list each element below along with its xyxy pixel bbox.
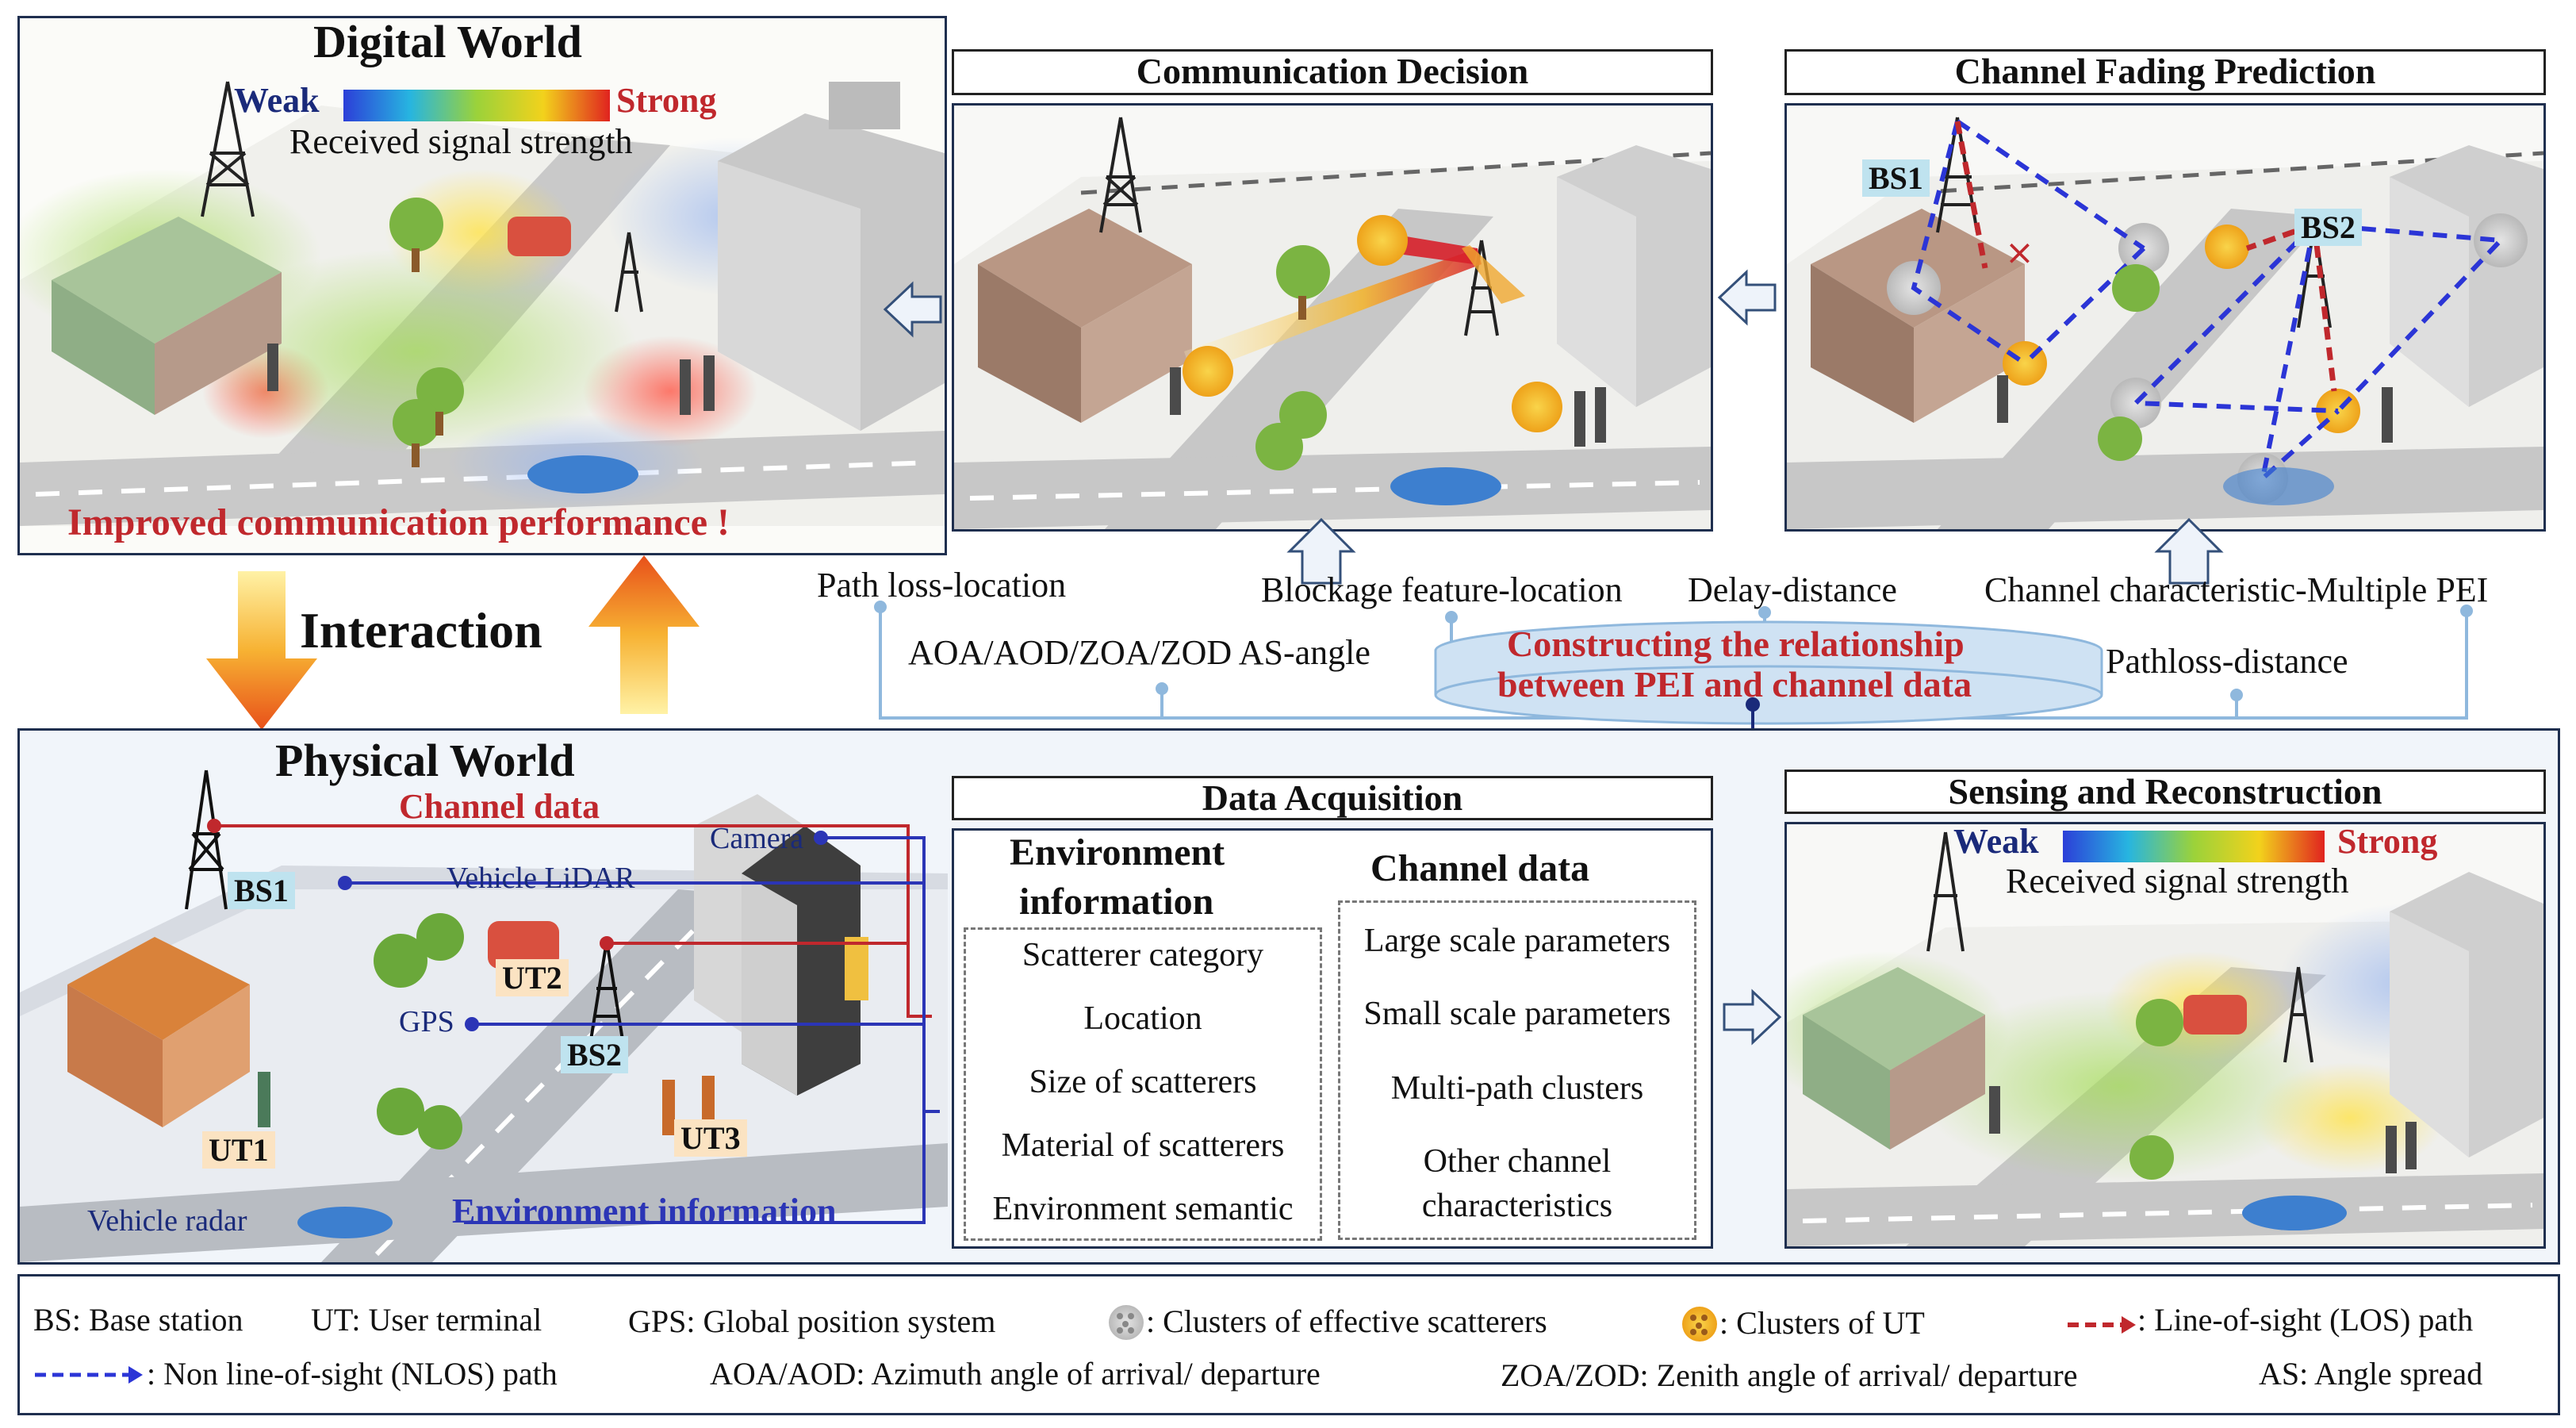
physical-bs2-label: BS2 <box>561 1036 628 1073</box>
data-acquisition-panel: Environment information Scatterer catego… <box>952 828 1713 1249</box>
rel-blockage-feature-location: Blockage feature-location <box>1261 570 1623 609</box>
channel-item-other-line2: characteristics <box>1421 1188 1613 1224</box>
physical-vehicle-lidar: Vehicle LiDAR <box>447 862 635 895</box>
legend-nlos: : Non line-of-sight (NLOS) path <box>147 1356 558 1392</box>
env-item-scatterer-category: Scatterer category <box>1022 937 1264 973</box>
channel-item-multipath: Multi-path clusters <box>1390 1070 1644 1107</box>
physical-ut1-label: UT1 <box>202 1131 275 1169</box>
sensing-scale-weak: Weak <box>1953 822 2039 861</box>
sensing-scale-bar <box>2063 831 2325 862</box>
interaction-label: Interaction <box>300 602 542 658</box>
legend-aoa: AOA/AOD: Azimuth angle of arrival/ depar… <box>710 1356 1321 1392</box>
channel-item-other-line1: Other channel <box>1423 1143 1612 1180</box>
sensing-scale-strong: Strong <box>2337 822 2438 861</box>
rel-angle: AOA/AOD/ZOA/ZOD AS-angle <box>908 633 1370 672</box>
physical-camera: Camera <box>710 822 804 855</box>
digital-world-title: Digital World <box>313 16 582 67</box>
channel-fading-panel: × BS1 BS2 <box>1784 103 2546 532</box>
digital-scale-bar <box>343 90 610 121</box>
physical-channel-data: Channel data <box>399 787 600 826</box>
physical-ut3-label: UT3 <box>674 1119 747 1157</box>
channel-fading-illustration: × <box>1787 117 2544 529</box>
sensing-panel: Weak Strong Received signal strength <box>1755 822 2546 1249</box>
physical-ut2-label: UT2 <box>496 959 569 996</box>
legend-gps: GPS: Global position system <box>628 1303 996 1339</box>
communication-decision-panel <box>952 103 1713 532</box>
rel-pathloss-distance: Pathloss-distance <box>2106 642 2348 681</box>
hollow-arrow-right <box>1723 988 1782 1046</box>
env-item-material: Material of scatterers <box>1001 1127 1285 1164</box>
interaction-down-arrow <box>206 571 317 730</box>
digital-scale-caption: Received signal strength <box>289 122 633 161</box>
env-items-box: Scatterer category Location Size of scat… <box>964 927 1322 1241</box>
rel-channel-multiple-pei: Channel characteristic-Multiple PEI <box>1984 570 2489 609</box>
rel-center-line1: Constructing the relationship <box>1507 624 1965 664</box>
env-item-semantic: Environment semantic <box>992 1191 1294 1227</box>
communication-decision-illustration <box>954 117 1712 529</box>
hollow-arrow-left-1 <box>883 281 942 338</box>
physical-vehicle-radar: Vehicle radar <box>87 1204 247 1238</box>
physical-bs1-label: BS1 <box>228 872 295 909</box>
legend-bs: BS: Base station <box>33 1302 243 1338</box>
physical-environment-information: Environment information <box>452 1192 837 1230</box>
physical-world-scene: Physical World Channel data Camera Vehic… <box>20 731 948 1262</box>
fading-bs1-label: BS1 <box>1862 159 1930 197</box>
legend-los: : Line-of-sight (LOS) path <box>2137 1302 2474 1338</box>
legend-zoa: ZOA/ZOD: Zenith angle of arrival/ depart… <box>1501 1357 2078 1393</box>
fading-bs2-label: BS2 <box>2294 209 2362 246</box>
channel-fading-title: Channel Fading Prediction <box>1784 49 2546 95</box>
legend-scatterers: : Clusters of effective scatterers <box>1146 1303 1547 1339</box>
svg-text:×: × <box>2005 232 2034 273</box>
digital-scale-strong: Strong <box>616 81 717 120</box>
digital-world-scene <box>20 18 945 553</box>
channel-item-small-scale: Small scale parameters <box>1363 996 1671 1032</box>
digital-world-panel: Digital World Weak Strong Received signa… <box>17 16 947 555</box>
physical-world-title: Physical World <box>275 735 575 786</box>
ut-cluster-icon <box>1682 1307 1717 1342</box>
env-item-size: Size of scatterers <box>1029 1064 1257 1100</box>
hollow-arrow-left-2 <box>1717 269 1777 326</box>
channel-heading: Channel data <box>1370 847 1590 889</box>
scatterer-cluster-icon <box>1109 1305 1144 1340</box>
legend-panel <box>17 1274 2560 1415</box>
channel-item-large-scale: Large scale parameters <box>1363 923 1671 959</box>
sensing-scale-caption: Received signal strength <box>2006 862 2349 900</box>
channel-items-box: Large scale parameters Small scale param… <box>1338 900 1696 1240</box>
sensing-illustration <box>1755 831 2543 1246</box>
rel-path-loss-location: Path loss-location <box>817 566 1067 605</box>
nlos-arrow-icon <box>35 1366 143 1384</box>
los-arrow-icon <box>2068 1316 2136 1334</box>
env-item-location: Location <box>1083 1000 1202 1037</box>
legend-ut: UT: User terminal <box>311 1302 542 1338</box>
data-acquisition-title: Data Acquisition <box>952 776 1713 820</box>
rel-center-line2: between PEI and channel data <box>1497 664 1972 704</box>
sensing-title: Sensing and Reconstruction <box>1784 770 2546 814</box>
rel-delay-distance: Delay-distance <box>1688 570 1897 609</box>
digital-world-illustration <box>20 81 945 526</box>
physical-gps: GPS <box>399 1005 454 1038</box>
digital-world-footer: Improved communication performance ! <box>67 501 730 543</box>
digital-scale-weak: Weak <box>234 81 320 120</box>
env-heading-line2: information <box>1019 881 1214 923</box>
env-heading-line1: Environment <box>1010 831 1225 873</box>
legend-ut-clusters: : Clusters of UT <box>1719 1305 1925 1341</box>
interaction-up-arrow <box>588 555 700 714</box>
legend-as: AS: Angle spread <box>2259 1356 2483 1392</box>
communication-decision-title: Communication Decision <box>952 49 1713 95</box>
